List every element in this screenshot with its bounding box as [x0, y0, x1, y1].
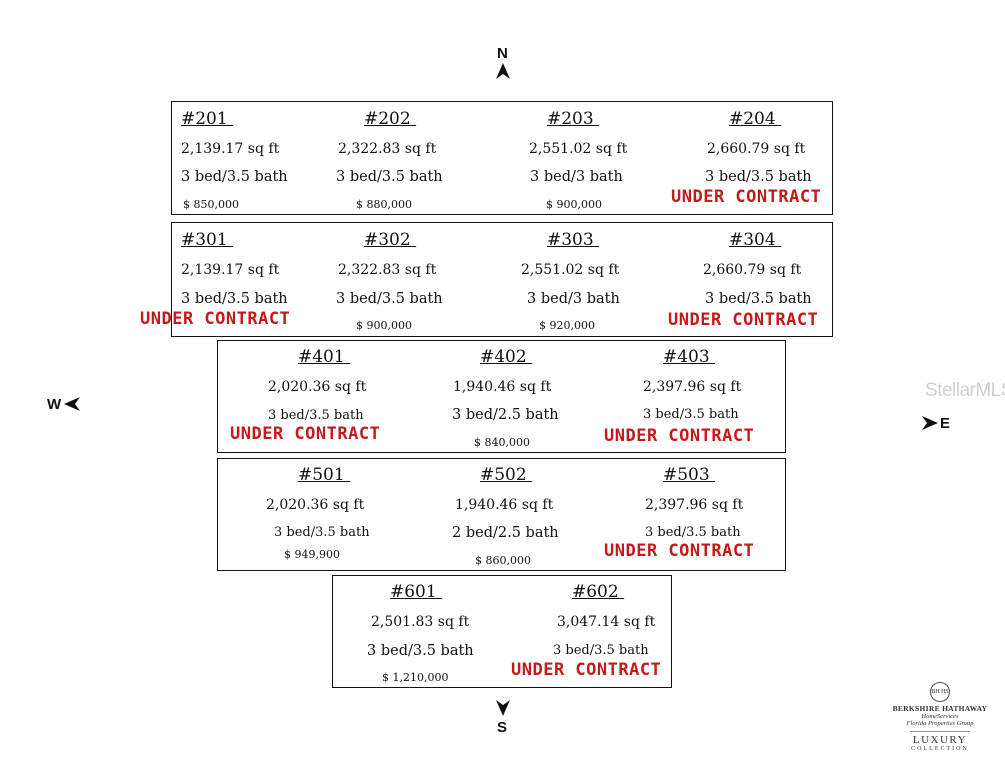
unit-price: $ 920,000	[539, 319, 595, 332]
logo-luxury: LUXURY	[912, 734, 968, 746]
unit-beds: 3 bed/3 bath	[530, 169, 623, 185]
floor-3-block	[171, 222, 833, 337]
unit-price: $ 949,900	[284, 548, 340, 561]
under-contract-status: UNDER CONTRACT	[140, 309, 291, 329]
unit-number: #202	[364, 109, 417, 129]
unit-sqft: 2,660.79 sq ft	[703, 262, 802, 278]
unit-price: $ 850,000	[183, 198, 239, 211]
floor-2-block	[171, 101, 833, 215]
unit-number: #303	[547, 230, 600, 250]
floor-5-block	[217, 458, 786, 571]
logo-divider	[910, 731, 970, 732]
unit-beds: 3 bed/3.5 bath	[268, 408, 364, 423]
logo-office: Florida Properties Group	[906, 720, 974, 727]
watermark: StellarMLS	[925, 380, 1005, 401]
unit-sqft: 2,020.36 sq ft	[266, 497, 365, 513]
east-arrow-icon	[922, 416, 938, 430]
unit-price: $ 880,000	[356, 198, 412, 211]
unit-sqft: 2,322.83 sq ft	[338, 262, 437, 278]
logo-collection: COLLECTION	[911, 746, 969, 752]
unit-number: #301	[181, 230, 234, 250]
logo-brand-name: BERKSHIRE HATHAWAY	[892, 704, 988, 713]
east-label: E	[940, 415, 951, 432]
unit-number: #203	[547, 109, 600, 129]
unit-price: $ 900,000	[356, 319, 412, 332]
unit-number: #601	[390, 582, 443, 602]
unit-price: $ 840,000	[474, 436, 530, 449]
south-label: S	[497, 719, 508, 736]
unit-number: #401	[298, 347, 351, 367]
unit-beds: 2 bed/2.5 bath	[452, 525, 559, 541]
unit-price: $ 900,000	[546, 198, 602, 211]
unit-beds: 3 bed/3 bath	[527, 291, 620, 307]
unit-number: #304	[729, 230, 782, 250]
unit-beds: 3 bed/3.5 bath	[645, 525, 741, 540]
unit-price: $ 1,210,000	[382, 671, 449, 684]
west-label: W	[47, 396, 62, 413]
logo-subbrand: HomeServices	[921, 713, 959, 720]
unit-number: #501	[298, 465, 351, 485]
unit-number: #204	[729, 109, 782, 129]
unit-beds: 3 bed/3.5 bath	[705, 169, 812, 185]
unit-beds: 3 bed/3.5 bath	[553, 643, 649, 658]
unit-beds: 3 bed/3.5 bath	[367, 643, 474, 659]
unit-beds: 3 bed/3.5 bath	[336, 169, 443, 185]
unit-sqft: 2,551.02 sq ft	[521, 262, 620, 278]
north-arrow-icon	[496, 63, 510, 79]
unit-sqft: 2,020.36 sq ft	[268, 379, 367, 395]
unit-sqft: 1,940.46 sq ft	[453, 379, 552, 395]
floor-4-block	[217, 340, 786, 453]
north-label: N	[497, 45, 508, 62]
seal-icon: BH HS	[930, 682, 950, 702]
unit-number: #403	[663, 347, 716, 367]
unit-sqft: 2,139.17 sq ft	[181, 262, 280, 278]
under-contract-status: UNDER CONTRACT	[230, 424, 381, 444]
unit-beds: 3 bed/3.5 bath	[643, 407, 739, 422]
unit-sqft: 1,940.46 sq ft	[455, 497, 554, 513]
brokerage-logo: BH HS BERKSHIRE HATHAWAY HomeServices Fl…	[885, 682, 995, 752]
floor-6-block	[332, 575, 672, 688]
under-contract-status: UNDER CONTRACT	[604, 541, 755, 561]
unit-beds: 3 bed/3.5 bath	[336, 291, 443, 307]
under-contract-status: UNDER CONTRACT	[604, 426, 755, 446]
unit-beds: 3 bed/3.5 bath	[274, 525, 370, 540]
unit-sqft: 3,047.14 sq ft	[557, 614, 656, 630]
unit-sqft: 2,660.79 sq ft	[707, 141, 806, 157]
unit-number: #302	[364, 230, 417, 250]
west-arrow-icon	[64, 397, 80, 411]
unit-number: #201	[181, 109, 234, 129]
unit-beds: 3 bed/3.5 bath	[181, 291, 288, 307]
unit-beds: 3 bed/3.5 bath	[705, 291, 812, 307]
unit-number: #402	[480, 347, 533, 367]
unit-number: #502	[480, 465, 533, 485]
under-contract-status: UNDER CONTRACT	[511, 660, 662, 680]
unit-sqft: 2,397.96 sq ft	[645, 497, 744, 513]
south-arrow-icon	[496, 700, 510, 716]
unit-sqft: 2,139.17 sq ft	[181, 141, 280, 157]
under-contract-status: UNDER CONTRACT	[671, 187, 822, 207]
unit-number: #602	[572, 582, 625, 602]
unit-sqft: 2,551.02 sq ft	[529, 141, 628, 157]
unit-sqft: 2,397.96 sq ft	[643, 379, 742, 395]
unit-sqft: 2,322.83 sq ft	[338, 141, 437, 157]
unit-price: $ 860,000	[475, 554, 531, 567]
unit-beds: 3 bed/3.5 bath	[181, 169, 288, 185]
under-contract-status: UNDER CONTRACT	[668, 310, 819, 330]
unit-number: #503	[663, 465, 716, 485]
unit-beds: 3 bed/2.5 bath	[452, 407, 559, 423]
unit-sqft: 2,501.83 sq ft	[371, 614, 470, 630]
